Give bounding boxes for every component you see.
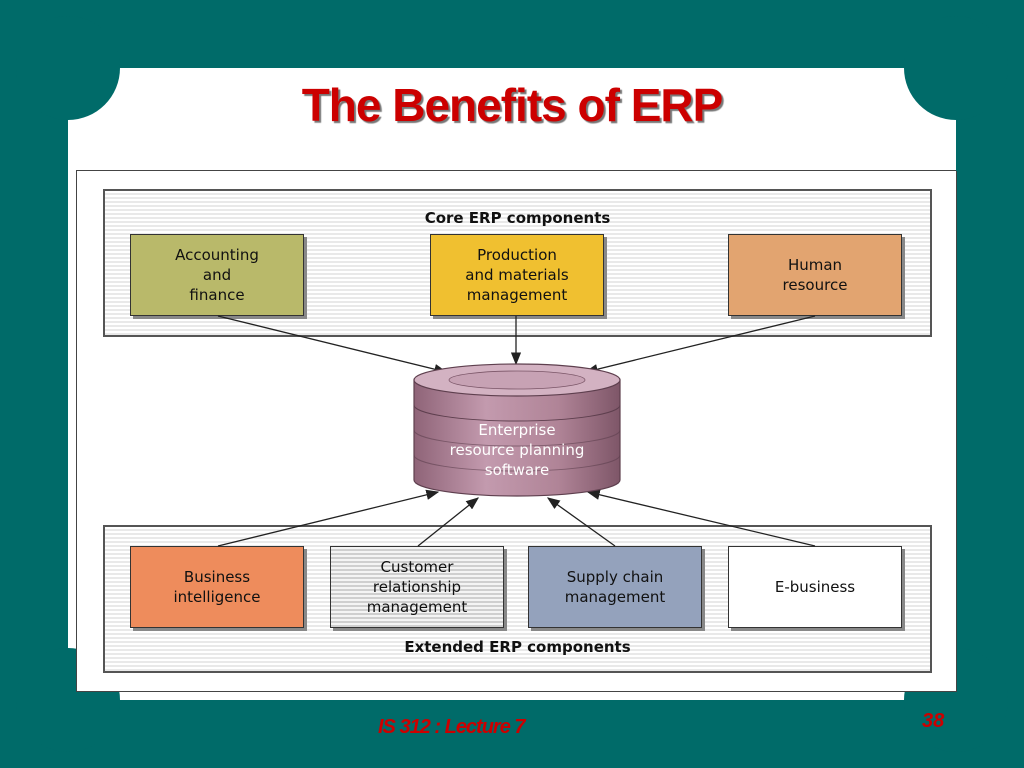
arrow-accounting-to-erp xyxy=(217,315,448,375)
arrow-crm-to-erp xyxy=(417,497,480,547)
production-materials-box: Production and materials management xyxy=(430,234,604,316)
extended-components-label: Extended ERP components xyxy=(404,638,631,656)
accounting-finance-box: Accounting and finance xyxy=(130,234,304,316)
slide-title: The Benefits of ERP xyxy=(301,79,724,131)
arrow-scm-to-erp xyxy=(546,497,616,547)
business-intelligence-box: Business intelligence xyxy=(130,546,304,628)
e-business-box: E-business xyxy=(728,546,902,628)
core-components-label: Core ERP components xyxy=(424,209,611,227)
supply-chain-box: Supply chain management xyxy=(528,546,702,628)
corner-notch-top-right xyxy=(904,16,1008,120)
erp-database-icon xyxy=(413,363,621,497)
customer-relationship-box: Customer relationship management xyxy=(330,546,504,628)
erp-software-label: Enterprise resource planning software xyxy=(449,421,585,479)
corner-notch-top-left xyxy=(16,16,120,120)
title-divider xyxy=(76,170,956,171)
lecture-footer: IS 312 : Lecture 7 xyxy=(378,716,526,738)
human-resource-box: Human resource xyxy=(728,234,902,316)
arrow-ebusiness-to-erp xyxy=(586,489,816,547)
arrow-bi-to-erp xyxy=(217,489,440,547)
arrow-human-resource-to-erp xyxy=(584,315,816,375)
page-number: 38 xyxy=(922,710,945,732)
